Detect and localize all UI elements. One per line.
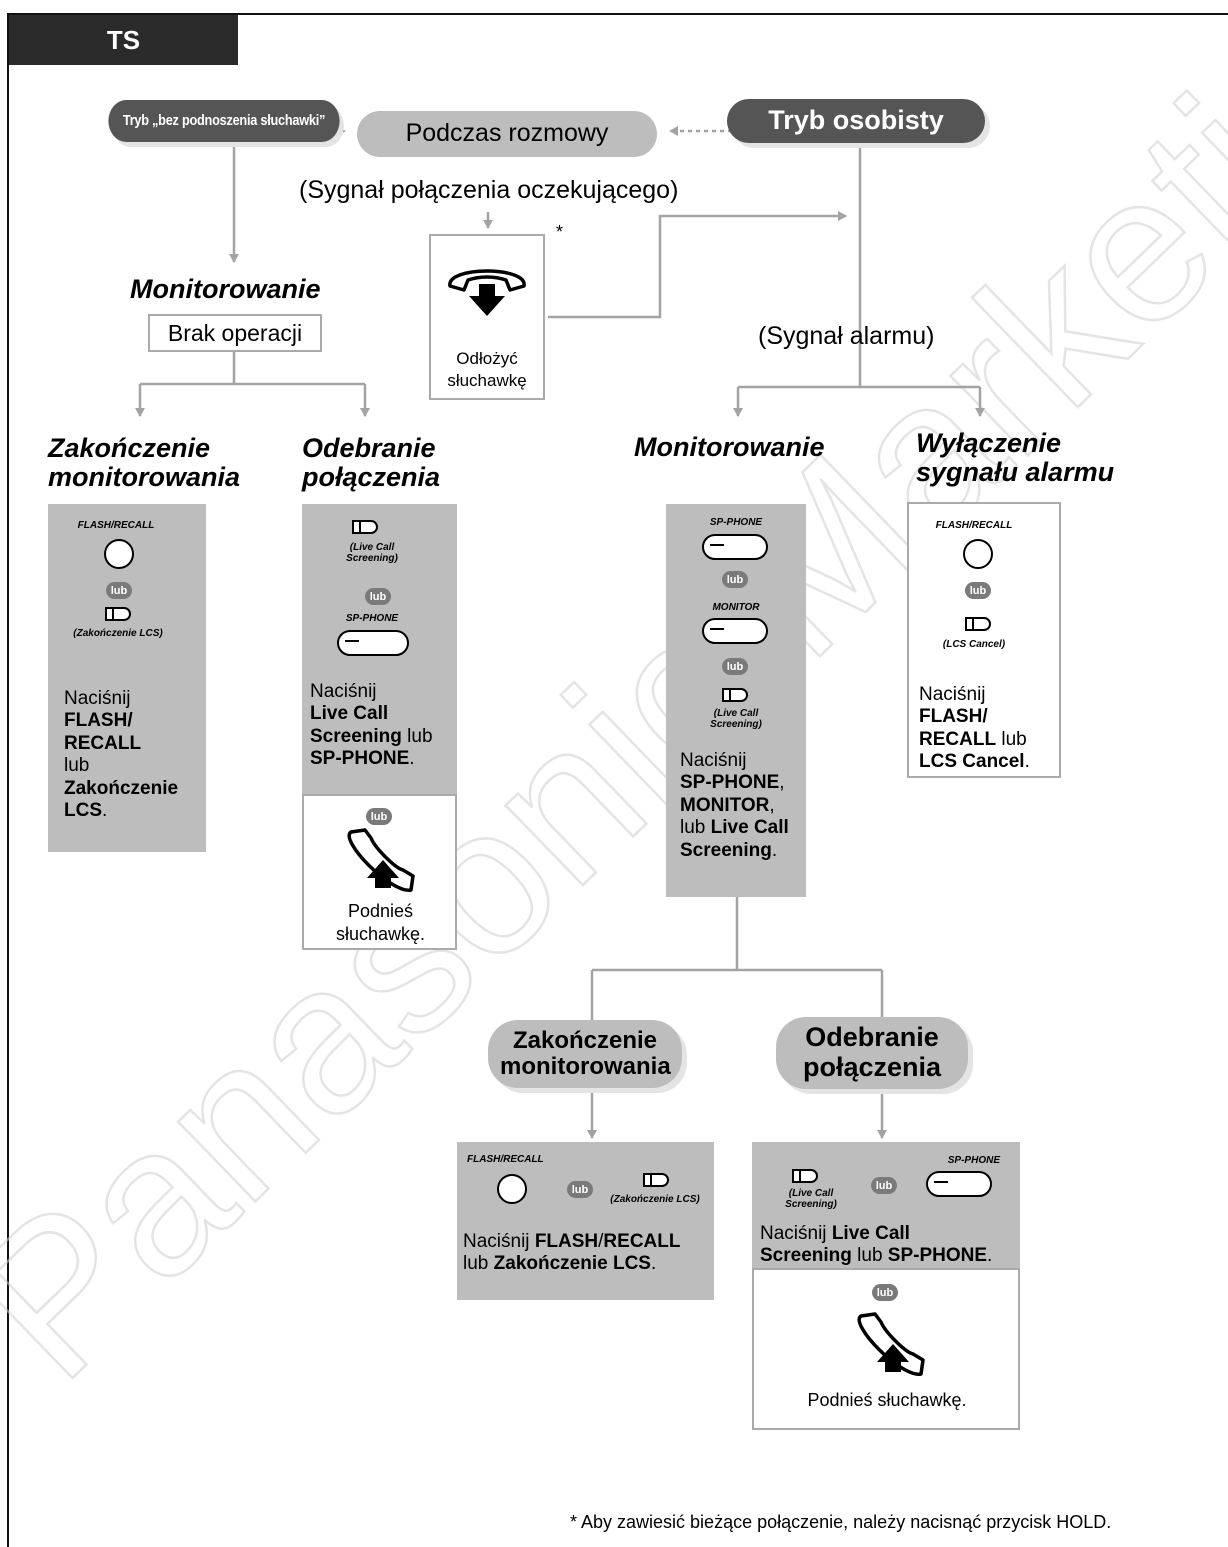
lcs-end-button[interactable] [105, 607, 131, 621]
live-call-screening-button[interactable] [722, 688, 748, 702]
lub-badge: lub [365, 588, 391, 605]
alarm-off-desc: Naciśnij FLASH/ RECALL lub LCS Cancel. [919, 684, 1030, 773]
lcs-end-label: (Zakończenie LCS) [73, 628, 163, 639]
lub-badge: lub [722, 571, 748, 588]
sp-phone-label: SP-PHONE [947, 1155, 1000, 1166]
right-monitoring-desc: Naciśnij SP-PHONE, MONITOR, lub Live Cal… [680, 750, 789, 861]
sp-phone-button[interactable] [702, 534, 768, 560]
asterisk: * [556, 222, 564, 242]
left-lift-handset-box: lub Podnieś słuchawkę. [302, 794, 457, 950]
no-operation-label: Brak operacji [167, 319, 303, 346]
bottom-end-monitoring-title: Zakończenie monitorowania [500, 1026, 671, 1080]
live-call-screening-button[interactable] [352, 520, 378, 534]
hang-up-box [429, 234, 545, 400]
bottom-answer-call-panel: (Live Call Screening) lub SP-PHONE Naciś… [752, 1142, 1020, 1268]
lcs-cancel-button[interactable] [965, 617, 991, 631]
right-monitoring-title: Monitorowanie [634, 432, 825, 462]
bottom-answer-call-title: Odebranie połączenia [802, 1022, 942, 1082]
flash-recall-button[interactable] [963, 539, 993, 569]
bottom-answer-call-desc: Naciśnij Live Call Screening lub SP-PHON… [760, 1223, 993, 1267]
flash-recall-label: FLASH/RECALL [77, 520, 155, 531]
flash-recall-button[interactable] [497, 1174, 527, 1204]
handset-up-icon [347, 828, 415, 892]
hang-up-text: Odłożyć słuchawkę [447, 349, 527, 391]
lub-badge: lub [965, 582, 991, 599]
no-operation-box: Brak operacji [148, 314, 322, 352]
lub-badge: lub [567, 1181, 593, 1198]
live-call-screening-label: (Live Call Screening) [710, 708, 762, 730]
monitor-button[interactable] [702, 618, 768, 644]
left-answer-call-title: Odebranie połączenia [302, 433, 441, 493]
monitor-label: MONITOR [712, 602, 760, 613]
left-answer-call-panel: (Live Call Screening) lub SP-PHONE Naciś… [302, 504, 457, 794]
lub-badge: lub [366, 808, 392, 825]
alarm-off-title: Wyłączenie sygnału alarmu [916, 428, 1115, 488]
lcs-cancel-label: (LCS Cancel) [942, 639, 1006, 650]
right-monitoring-panel: SP-PHONE lub MONITOR lub (Live Call Scre… [666, 504, 806, 897]
flash-recall-button[interactable] [104, 539, 134, 569]
sp-phone-label: SP-PHONE [345, 613, 399, 624]
left-monitoring-heading: Monitorowanie [130, 274, 321, 304]
live-call-screening-label: (Live Call Screening) [785, 1188, 837, 1210]
sp-phone-button[interactable] [926, 1171, 992, 1197]
during-call-label: Podczas rozmowy [357, 111, 657, 157]
flash-recall-label: FLASH/RECALL [467, 1154, 544, 1165]
lub-badge: lub [722, 658, 748, 675]
handsfree-mode-label: Tryb „bez podnoszenia słuchawki” [108, 100, 340, 142]
left-end-monitoring-title: Zakończenie monitorowania [48, 433, 241, 493]
sp-phone-button[interactable] [337, 630, 409, 656]
live-call-screening-label: (Live Call Screening) [346, 542, 398, 564]
page-frame [7, 13, 1228, 1547]
left-end-monitoring-desc: Naciśnij FLASH/ RECALL lub Zakończenie L… [64, 688, 179, 822]
ts-tab: TS [9, 15, 238, 65]
left-end-monitoring-panel: FLASH/RECALL lub (Zakończenie LCS) Naciś… [48, 504, 206, 852]
alarm-tone: (Sygnał alarmu) [758, 322, 935, 350]
sp-phone-label: SP-PHONE [709, 517, 763, 528]
lift-handset-text: Podnieś słuchawkę. [335, 901, 426, 944]
bottom-end-monitoring-desc: Naciśnij FLASH/RECALL lub Zakończenie LC… [463, 1231, 681, 1275]
footnote: * Aby zawiesić bieżące połączenie, należ… [570, 1512, 1112, 1532]
live-call-screening-button[interactable] [792, 1169, 818, 1183]
lub-badge: lub [872, 1284, 898, 1301]
flash-recall-label: FLASH/RECALL [935, 520, 1013, 531]
handset-down-icon [448, 269, 526, 316]
private-mode-label: Tryb osobisty [727, 99, 985, 143]
bottom-end-monitoring-panel: FLASH/RECALL lub (Zakończenie LCS) Naciś… [457, 1142, 714, 1300]
handset-up-icon [857, 1312, 925, 1376]
left-answer-call-desc: Naciśnij Live Call Screening lub SP-PHON… [310, 681, 433, 770]
lift-handset-text: Podnieś słuchawkę. [807, 1390, 967, 1410]
bottom-end-monitoring-pill: Zakończenie monitorowania [488, 1020, 682, 1088]
lcs-end-label: (Zakończenie LCS) [610, 1194, 700, 1205]
lub-badge: lub [871, 1177, 897, 1194]
call-waiting-tone: (Sygnał połączenia oczekującego) [299, 176, 679, 204]
alarm-off-panel: FLASH/RECALL lub (LCS Cancel) Naciśnij F… [907, 502, 1061, 778]
lcs-end-button[interactable] [643, 1173, 669, 1187]
bottom-answer-call-pill: Odebranie połączenia [776, 1017, 968, 1089]
bottom-lift-handset-box: lub Podnieś słuchawkę. [752, 1268, 1020, 1430]
lub-badge: lub [106, 582, 132, 599]
